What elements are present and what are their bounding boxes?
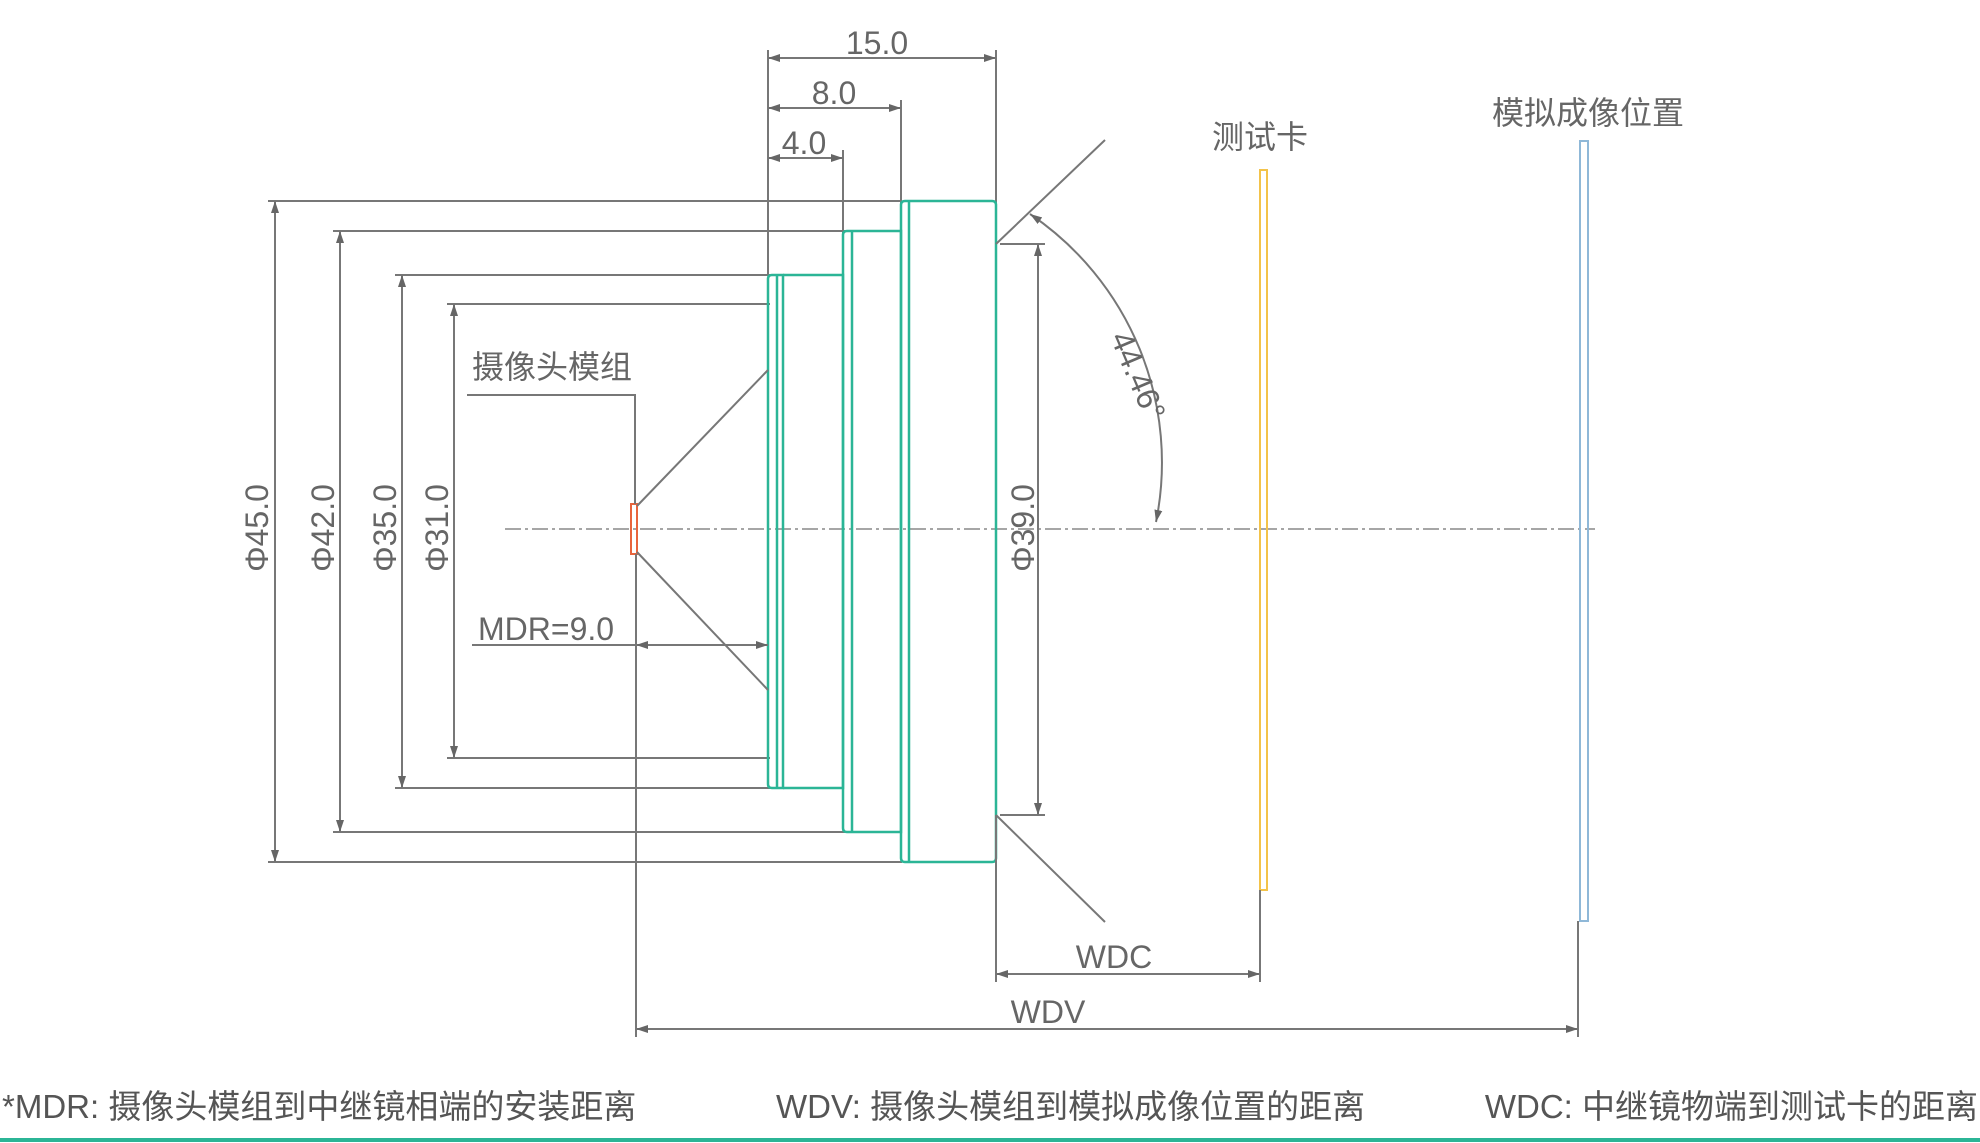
angle-label: 44.46° [1103,326,1172,426]
mdr-dimension: MDR=9.0 [472,611,768,649]
mdr-label: MDR=9.0 [478,611,614,647]
test-card [1259,169,1268,891]
dim-15: 15.0 [846,25,908,61]
camera-module-callout: 摄像头模组 [467,349,636,504]
wdv-label: WDV [1011,994,1086,1030]
footnote-wdc: WDC: 中继镜物端到测试卡的距离 [1485,1088,1978,1125]
wdc-label: WDC [1076,939,1152,975]
length-dimensions: 15.0 8.0 4.0 [767,25,997,275]
diameter-dimensions: Φ45.0 Φ42.0 Φ35.0 Φ31.0 Φ39.0 [239,200,1045,863]
virtual-image-plane [1579,140,1589,922]
virtual-image-label: 模拟成像位置 [1492,95,1684,131]
working-distances: WDC WDV [635,554,1579,1037]
dim-phi45: Φ45.0 [239,484,275,572]
dim-8: 8.0 [812,75,856,111]
dim-phi31: Φ31.0 [419,484,455,572]
dim-phi42: Φ42.0 [305,484,341,572]
footnote-wdv: WDV: 摄像头模组到模拟成像位置的距离 [776,1088,1365,1125]
camera-module [630,369,769,691]
footnotes: *MDR: 摄像头模组到中继镜相端的安装距离 WDV: 摄像头模组到模拟成像位置… [0,1088,1980,1142]
relay-lens [766,199,998,864]
camera-module-label: 摄像头模组 [472,349,632,385]
dim-phi35: Φ35.0 [367,484,403,572]
test-card-label: 测试卡 [1212,119,1308,155]
footnote-mdr: *MDR: 摄像头模组到中继镜相端的安装距离 [2,1088,636,1125]
dim-phi39: Φ39.0 [1005,484,1041,572]
dim-4: 4.0 [782,125,826,161]
